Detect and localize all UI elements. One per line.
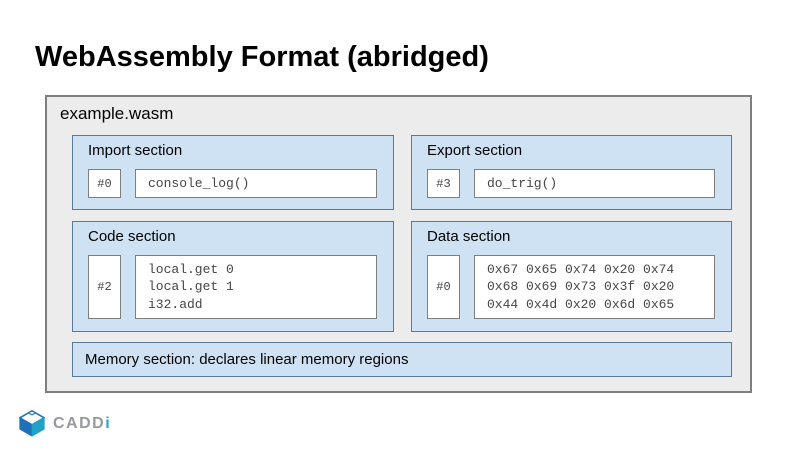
code-section-row: #2 local.get 0 local.get 1 i32.add <box>88 255 377 319</box>
data-content-box: 0x67 0x65 0x74 0x20 0x74 0x68 0x69 0x73 … <box>474 255 715 319</box>
import-section: Import section #0 console_log() <box>72 135 394 210</box>
export-section-label: Export section <box>427 142 523 159</box>
data-section-row: #0 0x67 0x65 0x74 0x20 0x74 0x68 0x69 0x… <box>427 255 715 319</box>
export-content-box: do_trig() <box>474 169 715 198</box>
data-index-box: #0 <box>427 255 460 319</box>
caddi-cube-icon <box>17 410 47 437</box>
data-section-label: Data section <box>427 228 511 245</box>
export-section-row: #3 do_trig() <box>427 169 715 198</box>
code-section: Code section #2 local.get 0 local.get 1 … <box>72 221 394 332</box>
caddi-logo: CADDi <box>17 410 111 437</box>
import-index-box: #0 <box>88 169 121 198</box>
export-index-box: #3 <box>427 169 460 198</box>
memory-section-label: Memory section: declares linear memory r… <box>85 351 409 368</box>
import-section-label: Import section <box>88 142 183 159</box>
import-content-box: console_log() <box>135 169 377 198</box>
code-index-box: #2 <box>88 255 121 319</box>
code-content-box: local.get 0 local.get 1 i32.add <box>135 255 377 319</box>
caddi-logo-text: CADDi <box>53 414 112 432</box>
code-section-label: Code section <box>88 228 176 245</box>
page-title: WebAssembly Format (abridged) <box>35 41 489 73</box>
wasm-file-label: example.wasm <box>60 104 174 123</box>
memory-section: Memory section: declares linear memory r… <box>72 342 732 377</box>
export-section: Export section #3 do_trig() <box>411 135 732 210</box>
import-section-row: #0 console_log() <box>88 169 377 198</box>
data-section: Data section #0 0x67 0x65 0x74 0x20 0x74… <box>411 221 732 332</box>
wasm-file-container: example.wasm Import section #0 console_l… <box>45 95 752 393</box>
